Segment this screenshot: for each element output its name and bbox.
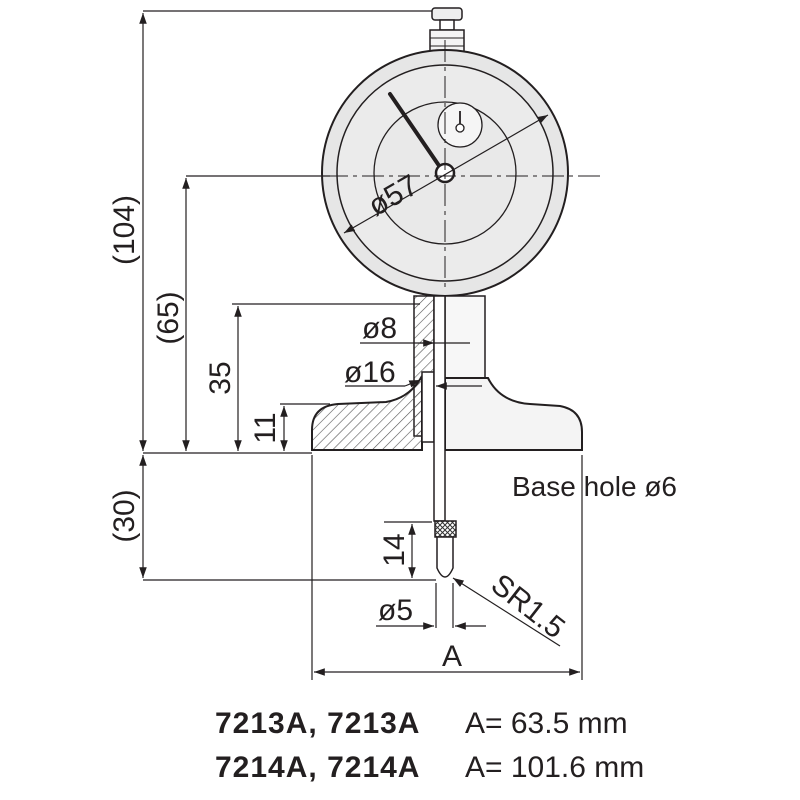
model-code-2: 7214A, 7214A bbox=[215, 751, 421, 784]
collar bbox=[421, 371, 435, 443]
cap-knob bbox=[431, 7, 463, 21]
dim-a-text: A bbox=[442, 640, 462, 673]
dim-11-text: 11 bbox=[249, 412, 282, 443]
probe-tip bbox=[436, 536, 454, 578]
model-a-value-1: A= 63.5 mm bbox=[465, 707, 628, 740]
dim-65-text: (65) bbox=[152, 291, 185, 344]
model-row-2: 7214A, 7214A A= 101.6 mm bbox=[215, 750, 644, 786]
dim-o16-text: ø16 bbox=[344, 356, 396, 389]
dim-o57-line bbox=[343, 114, 549, 234]
probe-knurl bbox=[434, 520, 457, 538]
dim-104-text: (104) bbox=[108, 195, 141, 265]
stem-right bbox=[444, 295, 486, 379]
dim-sr-line bbox=[452, 577, 561, 647]
dim-30-text: (30) bbox=[108, 489, 141, 542]
cap-stem bbox=[439, 19, 455, 31]
dim-14-text: 14 bbox=[378, 533, 411, 566]
base-right-section bbox=[444, 377, 583, 451]
dimension-lines bbox=[139, 10, 583, 680]
base-hole-note: Base hole ø6 bbox=[512, 471, 677, 502]
model-code-1: 7213A, 7213A bbox=[215, 707, 421, 740]
dim-o8-text: ø8 bbox=[362, 312, 397, 345]
probe-rod bbox=[433, 295, 446, 522]
dim-o5-text: ø5 bbox=[378, 594, 413, 627]
model-row-1: 7213A, 7213A A= 63.5 mm bbox=[215, 706, 628, 742]
dim-35-text: 35 bbox=[204, 361, 237, 394]
model-a-value-2: A= 101.6 mm bbox=[465, 751, 645, 784]
